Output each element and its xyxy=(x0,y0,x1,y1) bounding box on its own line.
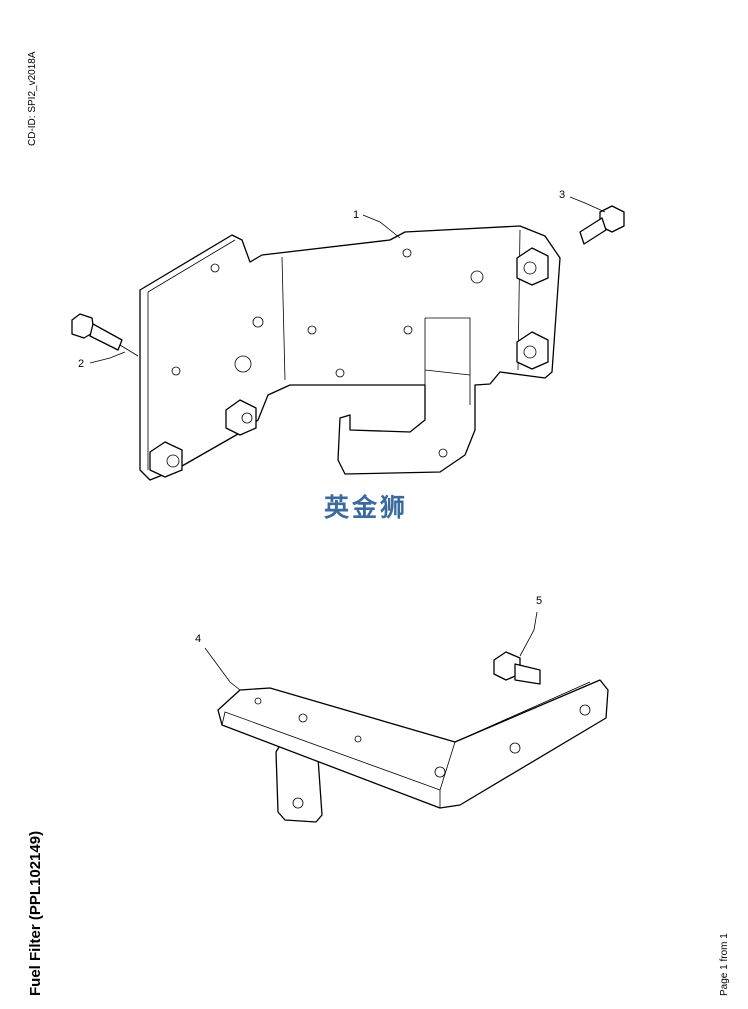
bracket-part-4 xyxy=(217,679,609,823)
weld-nut xyxy=(225,399,257,436)
bolt-part-2 xyxy=(71,313,139,357)
bolt-part-5 xyxy=(493,651,541,685)
callout-3: 3 xyxy=(559,189,565,201)
weld-nut xyxy=(149,441,183,478)
leader-lines xyxy=(89,196,606,691)
callout-4: 4 xyxy=(195,633,201,645)
bracket-part-1 xyxy=(139,225,561,481)
watermark: 英金狮 xyxy=(324,493,409,522)
bolt-part-3 xyxy=(579,205,625,245)
callout-1: 1 xyxy=(353,209,359,221)
weld-nut xyxy=(516,247,549,286)
callout-5: 5 xyxy=(536,595,542,607)
weld-nut xyxy=(516,331,549,370)
callout-2: 2 xyxy=(78,358,84,370)
